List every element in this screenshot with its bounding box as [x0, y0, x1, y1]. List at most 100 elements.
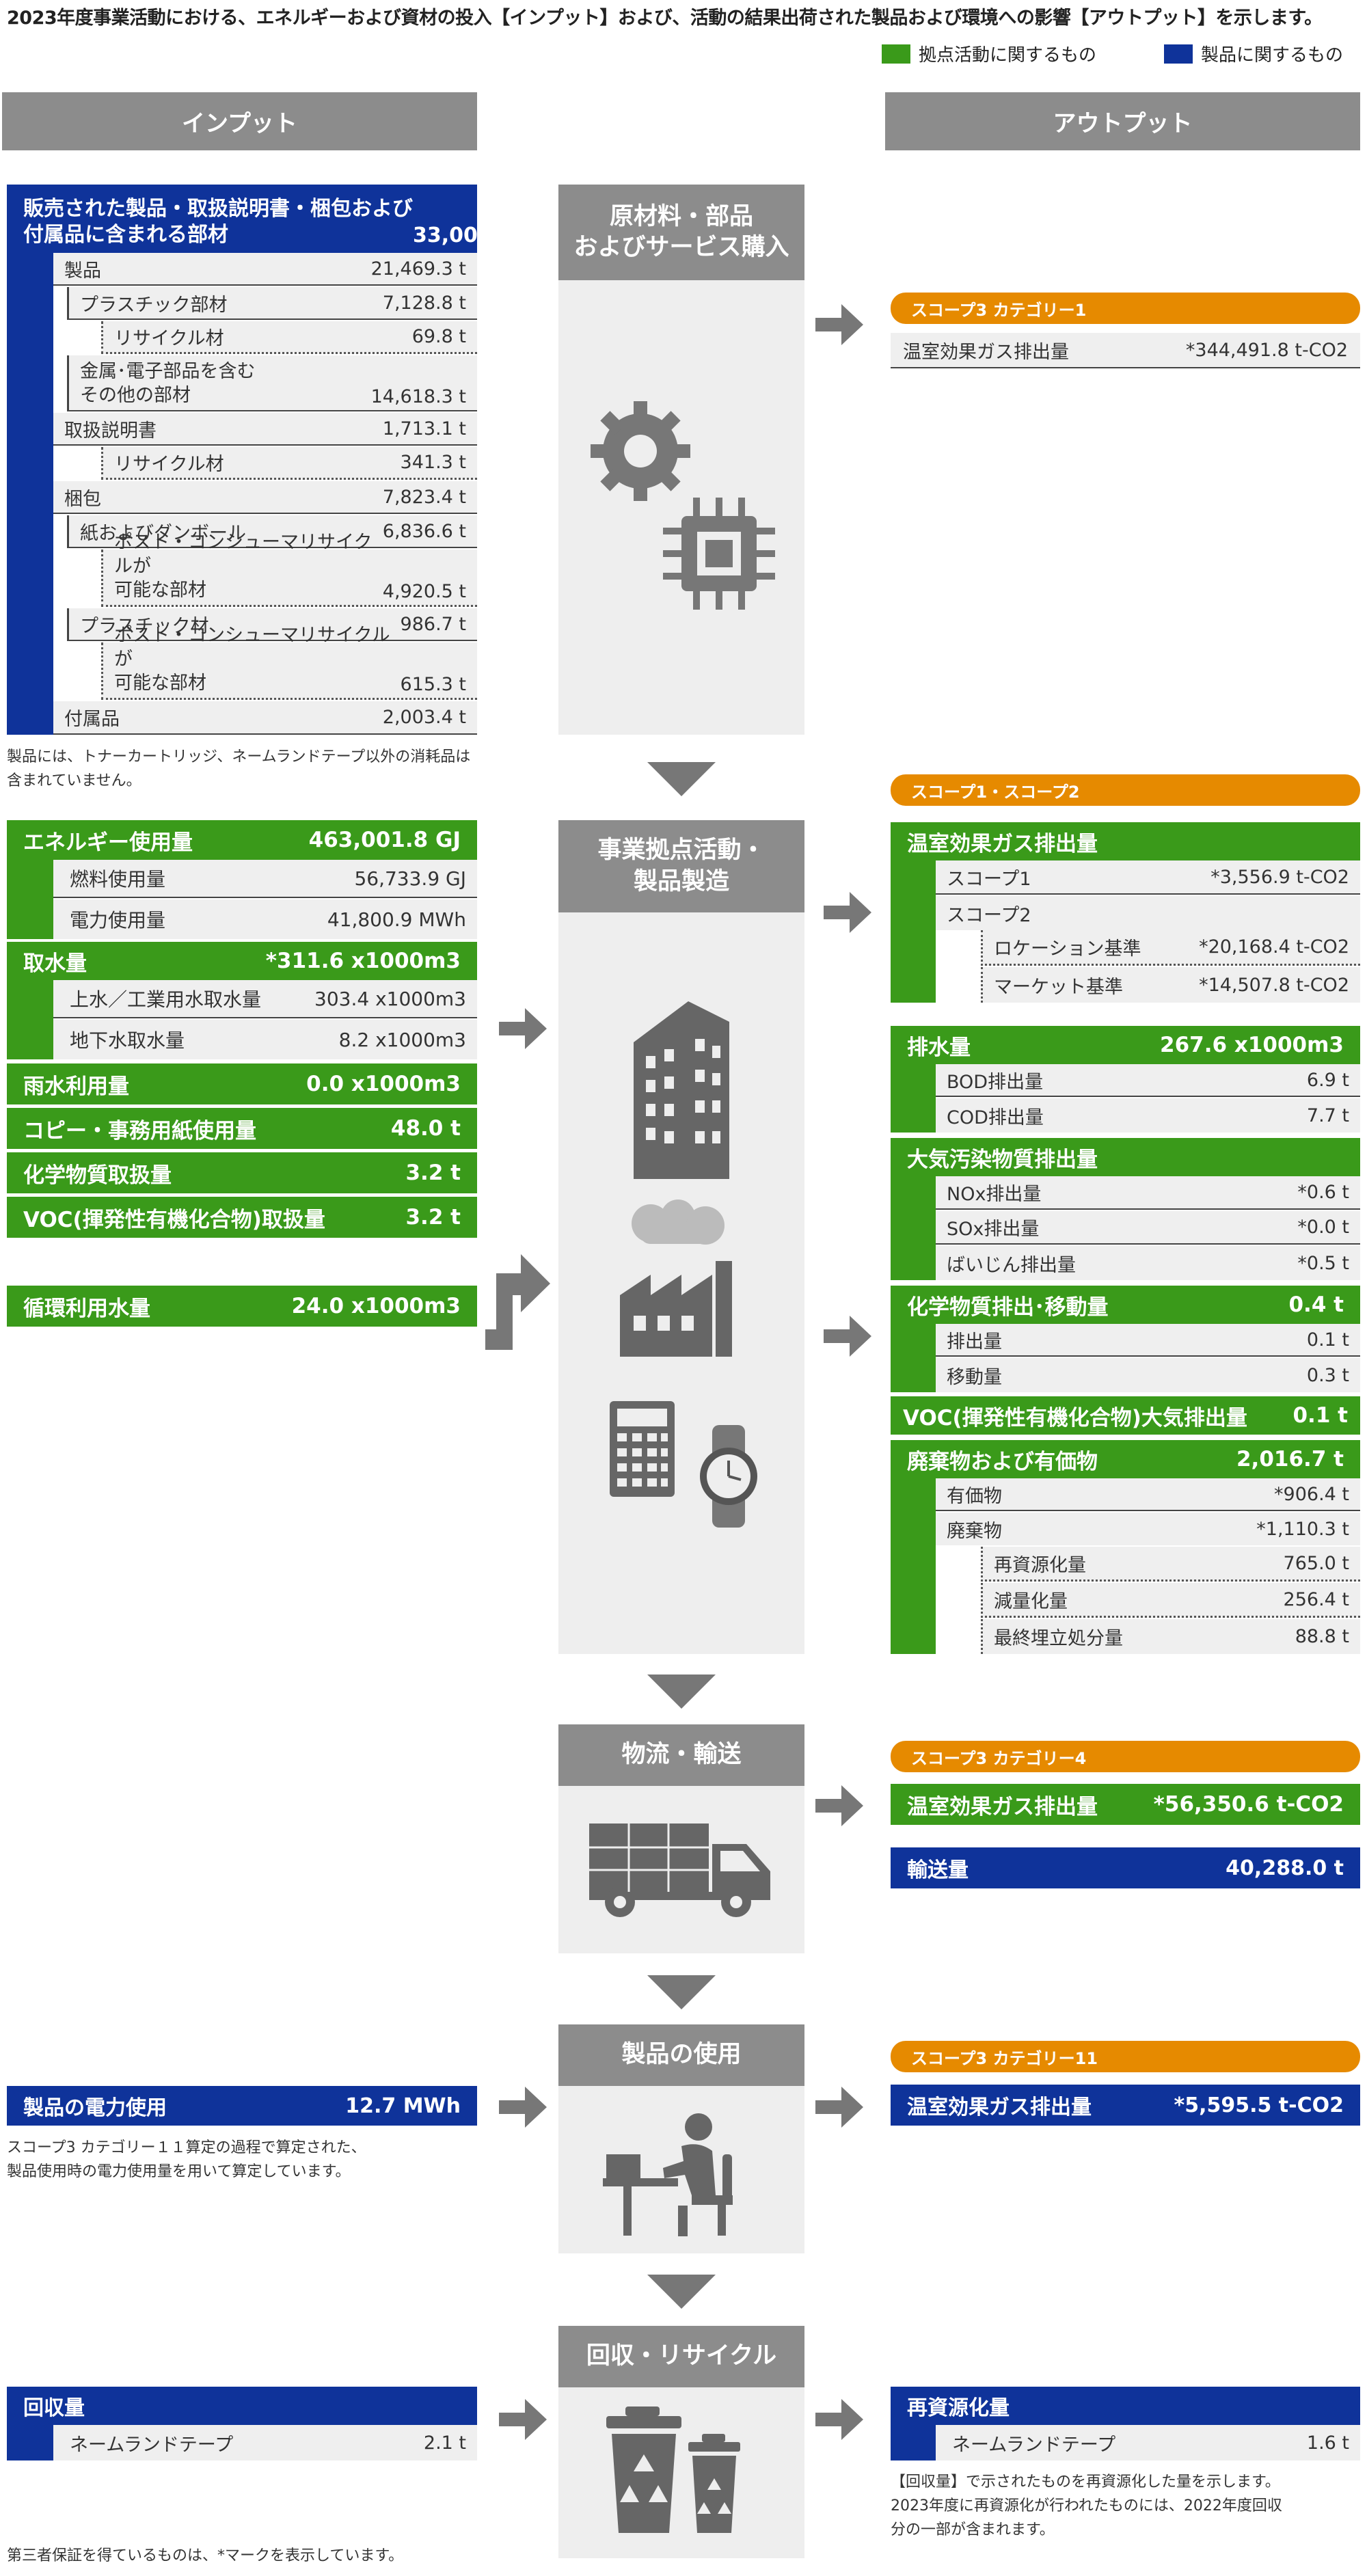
- process-use-header: 製品の使用: [558, 2024, 804, 2086]
- recycle-bin-icon: [606, 2406, 740, 2533]
- row-label: 化学物質排出･移動量: [907, 1294, 1109, 1320]
- chem-side-bar: [891, 1324, 936, 1392]
- row-label: プラスチック部材: [80, 294, 228, 316]
- row-value: *56,350.6 t-CO2: [1153, 1792, 1344, 1817]
- arrow-down-icon: [647, 2275, 716, 2309]
- legend-site: 拠点活動に関するもの: [882, 41, 1096, 66]
- row-value: *3,556.9 t-CO2: [1210, 866, 1349, 888]
- row-value: 1,713.1 t: [382, 418, 466, 439]
- landfill-row: 最終埋立処分量 88.8 t: [981, 1619, 1360, 1654]
- row-label: 製品: [64, 260, 101, 282]
- row-value: 4,920.5 t: [382, 581, 466, 602]
- scope1-row: スコープ1*3,556.9 t-CO2: [936, 860, 1360, 895]
- row-label: 化学物質取扱量: [23, 1163, 172, 1188]
- row-label: スコープ2: [947, 904, 1031, 926]
- row-value: 6,836.6 t: [382, 520, 466, 542]
- row-value: *906.4 t: [1274, 1483, 1349, 1505]
- row-value: *14,507.8 t-CO2: [1199, 974, 1349, 996]
- arrow-right-icon: [499, 2399, 547, 2440]
- row-label: 上水／工業用水取水量: [70, 988, 262, 1011]
- arrow-right-icon: [824, 1316, 871, 1357]
- row-value: 56,733.9 GJ: [354, 867, 466, 890]
- row-label: 再資源化量: [994, 1554, 1086, 1576]
- row-value: 2,003.4 t: [382, 707, 466, 728]
- collect-row: 回収量: [7, 2387, 477, 2425]
- scope2-market-row: マーケット基準*14,507.8 t-CO2: [981, 967, 1360, 1003]
- water-side-bar: [7, 980, 53, 1059]
- row-label: 排出量: [947, 1331, 1002, 1353]
- output-header: アウトプット: [885, 92, 1360, 150]
- materials-title-line1: 販売された製品・取扱説明書・梱包および: [23, 197, 413, 221]
- sox-row: SOx排出量*0.0 t: [936, 1211, 1360, 1245]
- row-label: 製品の電力使用: [23, 2096, 167, 2120]
- user-at-desk-icon: [603, 2113, 733, 2236]
- process-logistics-panel: [558, 1786, 804, 1953]
- row-value: 2.1 t: [423, 2432, 466, 2454]
- process-recycle-header: 回収・リサイクル: [558, 2326, 804, 2387]
- row-label: プラスチック材: [80, 615, 209, 637]
- scope3-cat1-badge: スコープ3 カテゴリー1: [891, 293, 1360, 324]
- process-site-line2: 製品製造: [633, 867, 729, 895]
- row-value: 256.4 t: [1283, 1588, 1349, 1610]
- row-label: 最終埋立処分量: [994, 1628, 1123, 1649]
- recycle-out-note: 【回収量】で示されたものを再資源化した量を示します。 2023年度に再資源化が行…: [891, 2473, 1282, 2539]
- row-value: 88.8 t: [1295, 1626, 1349, 1647]
- row-label: 廃棄物: [947, 1520, 1002, 1542]
- row-value: 48.0 t: [390, 1116, 461, 1141]
- row-value: 40,288.0 t: [1226, 1856, 1344, 1880]
- arrow-right-icon: [815, 1785, 863, 1826]
- arrow-down-icon: [647, 1975, 716, 2009]
- row-value: *1,110.3 t: [1256, 1518, 1349, 1540]
- row-value: 21,469.3 t: [370, 258, 466, 280]
- process-site-line1: 事業拠点活動・: [597, 837, 766, 864]
- scope3-cat4-row: 温室効果ガス排出量*56,350.6 t-CO2: [891, 1784, 1360, 1825]
- row-label: ネームランドテープ: [70, 2434, 234, 2456]
- process-purchase-panel: [558, 280, 804, 735]
- arrow-down-icon: [647, 1675, 716, 1709]
- row-label: 取水量: [23, 951, 87, 976]
- row-label: 循環利用水量: [23, 1296, 150, 1321]
- material-row-product: 製品 21,469.3 t: [53, 253, 477, 286]
- waste-side-bar: [891, 1478, 936, 1654]
- process-use-panel: [558, 2086, 804, 2253]
- row-label: 廃棄物および有価物: [907, 1449, 1098, 1474]
- row-label: 付属品: [64, 709, 120, 730]
- scope3-cat1-row: 温室効果ガス排出量*344,491.8 t-CO2: [891, 333, 1360, 368]
- collect-item-row: ネームランドテープ 2.1 t: [53, 2425, 477, 2460]
- materials-title-line2: 付属品に含まれる部材: [23, 222, 228, 247]
- watch-icon: [700, 1425, 757, 1528]
- row-value: 3.2 t: [405, 1161, 461, 1185]
- water-row: 取水量*311.6 x1000m3: [7, 942, 477, 980]
- row-label: 移動量: [947, 1366, 1002, 1388]
- row-label: ロケーション基準: [994, 938, 1141, 960]
- dust-row: ばいじん排出量*0.5 t: [936, 1246, 1360, 1280]
- arrow-right-icon: [815, 304, 863, 345]
- legend-product-label: 製品に関するもの: [1201, 45, 1344, 66]
- materials-title: 販売された製品・取扱説明書・梱包および 付属品に含まれる部材 33,009.1 …: [7, 185, 531, 253]
- factory-icon: [620, 1199, 732, 1357]
- arrow-down-icon: [647, 762, 716, 796]
- row-value: 463,001.8 GJ: [308, 828, 461, 852]
- row-label: ポスト・コンシューマリサイクルが 可能な部材: [114, 531, 373, 601]
- row-label: 温室効果ガス排出量: [907, 2096, 1092, 2119]
- row-label: 減量化量: [994, 1590, 1068, 1612]
- recycle-out-side-bar: [891, 2425, 936, 2460]
- chemical-row: 化学物質取扱量 3.2 t: [7, 1152, 477, 1193]
- materials-note: 製品には、トナーカートリッジ、ネームランドテープ以外の消耗品は 含まれていません…: [7, 748, 471, 790]
- row-value: 341.3 t: [400, 452, 466, 473]
- row-label: VOC(揮発性有機化合物)取扱量: [23, 1207, 325, 1232]
- row-label: 紙およびダンボール: [80, 522, 246, 544]
